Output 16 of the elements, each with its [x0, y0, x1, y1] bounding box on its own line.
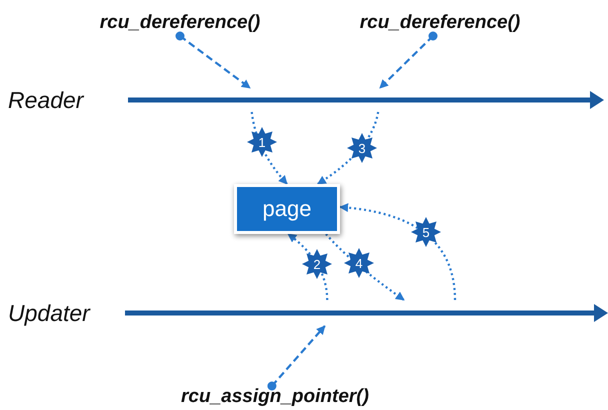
step-badge: 2	[302, 249, 332, 279]
step-badge: 3	[347, 133, 377, 163]
step-badge: 1	[247, 127, 277, 157]
function-call-label: rcu_dereference()	[80, 12, 280, 36]
lane-label: Reader	[8, 87, 84, 113]
dotted-arrow	[325, 233, 405, 301]
step-badge: 4	[344, 248, 374, 278]
page-box: page	[234, 184, 340, 234]
dotted-arrow	[339, 203, 456, 300]
lane-label: Updater	[8, 300, 90, 326]
step-badge: 5	[411, 217, 441, 247]
dashed-arrow	[379, 32, 438, 89]
dashed-arrow	[176, 32, 251, 89]
function-call-label: rcu_dereference()	[340, 12, 540, 36]
function-call-label: rcu_assign_pointer()	[165, 386, 385, 410]
dashed-arrow	[267, 325, 326, 390]
